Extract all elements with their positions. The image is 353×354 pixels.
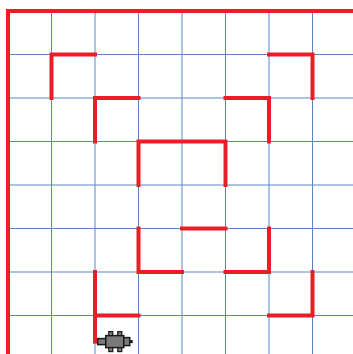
robot-nose: [130, 340, 133, 343]
robot-body: [106, 336, 124, 348]
robot-wheel: [118, 348, 122, 352]
robot-wheel: [109, 348, 113, 352]
maze-grid: [8, 11, 353, 354]
robot-head: [124, 338, 130, 346]
robot-wheel: [109, 332, 113, 336]
robot-icon: [98, 332, 133, 352]
robot-tail: [98, 339, 106, 345]
maze-walls: [8, 11, 353, 354]
robot-wheel: [118, 332, 122, 336]
